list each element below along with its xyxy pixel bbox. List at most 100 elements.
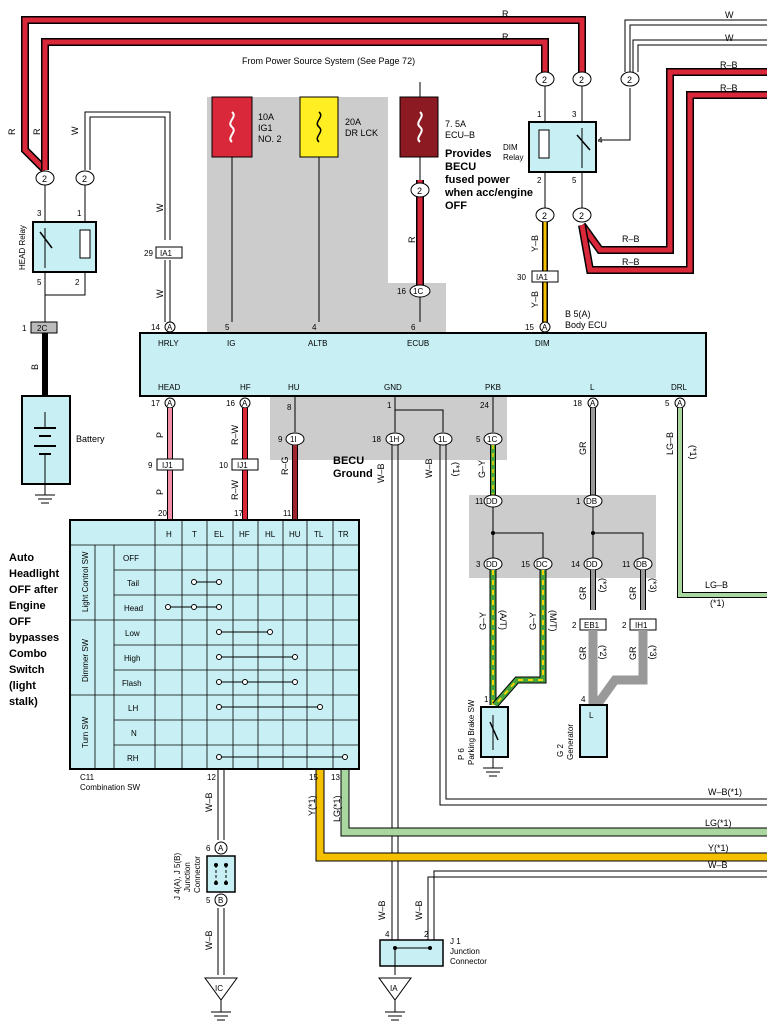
- wire-w-1: W: [725, 10, 734, 20]
- svg-text:1C: 1C: [413, 287, 423, 296]
- svg-text:24: 24: [480, 401, 489, 410]
- svg-text:9: 9: [278, 435, 283, 444]
- svg-text:1: 1: [576, 497, 581, 506]
- svg-text:13: 13: [331, 773, 340, 782]
- svg-text:DRL: DRL: [671, 383, 688, 392]
- white-wires: [84, 19, 767, 322]
- svg-text:Tail: Tail: [127, 579, 139, 588]
- svg-text:GR: GR: [628, 646, 638, 660]
- svg-text:G 2: G 2: [556, 744, 565, 757]
- wire-w-2: W: [725, 33, 734, 43]
- svg-text:5: 5: [476, 435, 481, 444]
- svg-text:3: 3: [37, 209, 42, 218]
- ground-ia: IA: [378, 977, 412, 1021]
- svg-text:6: 6: [206, 844, 211, 853]
- svg-text:A: A: [542, 323, 548, 332]
- svg-text:(*1): (*1): [710, 598, 725, 608]
- svg-text:IH1: IH1: [635, 621, 648, 630]
- wire-wb-1: W–B: [376, 463, 386, 483]
- svg-text:Turn SW: Turn SW: [81, 716, 90, 748]
- svg-text:G–Y: G–Y: [528, 612, 538, 630]
- svg-text:IJ1: IJ1: [237, 461, 248, 470]
- ground-ic: IC: [204, 977, 238, 1021]
- svg-text:17: 17: [234, 509, 243, 518]
- combination-switch: H T EL HF HL HU TL TR Light Control SW D…: [69, 519, 360, 792]
- svg-text:A: A: [242, 399, 248, 408]
- svg-text:15: 15: [521, 560, 530, 569]
- lg-y-wires: LG(*1) Y(*1) Y(*1) LG(*1): [307, 770, 767, 862]
- svg-text:Y–B: Y–B: [530, 291, 540, 308]
- auto-headlight-note: Auto Headlight OFF after Engine OFF bypa…: [9, 552, 59, 708]
- svg-text:DR LCK: DR LCK: [345, 128, 378, 138]
- svg-text:EL: EL: [214, 530, 224, 539]
- svg-text:4: 4: [581, 695, 586, 704]
- svg-text:TL: TL: [314, 530, 324, 539]
- svg-text:OFF after: OFF after: [9, 584, 59, 596]
- parking-brake-sw: 1 P 6 Parking Brake SW: [457, 695, 509, 777]
- svg-text:1H: 1H: [389, 435, 399, 444]
- svg-text:2: 2: [542, 211, 547, 221]
- svg-text:B: B: [218, 896, 223, 905]
- svg-text:IA1: IA1: [536, 273, 549, 282]
- svg-text:HEAD: HEAD: [158, 383, 180, 392]
- svg-text:(*2): (*2): [598, 578, 608, 593]
- svg-text:11: 11: [283, 509, 292, 518]
- svg-text:OFF: OFF: [445, 200, 467, 212]
- svg-text:IC: IC: [215, 984, 223, 993]
- svg-text:A: A: [167, 399, 173, 408]
- wire-y-1: Y(*1): [307, 795, 317, 816]
- svg-text:2: 2: [417, 186, 422, 196]
- top-connectors: 2 2 2 2 2 2 2 2: [35, 71, 640, 223]
- wire-wb-4: W–B: [377, 900, 387, 920]
- wire-rb-4: R–B: [622, 257, 640, 267]
- wire-w-4: W: [155, 203, 165, 212]
- svg-text:2: 2: [579, 75, 584, 85]
- svg-text:15: 15: [525, 323, 534, 332]
- svg-text:DD: DD: [586, 560, 598, 569]
- svg-text:ECUB: ECUB: [407, 339, 429, 348]
- svg-text:A: A: [677, 399, 683, 408]
- body-ecu: HRLY IG ALTB ECUB DIM HEAD HF HU GND PKB…: [139, 332, 707, 397]
- wire-rb-3: R–B: [622, 234, 640, 244]
- svg-text:LG–B: LG–B: [705, 580, 728, 590]
- svg-text:Flash: Flash: [122, 679, 142, 688]
- svg-text:L: L: [590, 383, 595, 392]
- svg-text:5: 5: [225, 323, 230, 332]
- wire-lg-1: LG(*1): [332, 795, 342, 822]
- svg-text:(A/T): (A/T): [498, 610, 508, 630]
- svg-text:DB: DB: [586, 497, 597, 506]
- svg-text:G–Y: G–Y: [477, 460, 487, 478]
- svg-text:HU: HU: [288, 383, 300, 392]
- svg-text:20: 20: [158, 509, 167, 518]
- svg-text:Junction: Junction: [183, 862, 192, 892]
- svg-text:Connector: Connector: [193, 856, 202, 893]
- svg-text:14: 14: [571, 560, 580, 569]
- svg-text:DD: DD: [486, 497, 498, 506]
- red-wires: [21, 16, 767, 290]
- svg-text:(*1): (*1): [688, 445, 698, 460]
- wire-wb1: W–B(*1): [708, 787, 742, 797]
- svg-text:11: 11: [622, 560, 631, 569]
- svg-text:3: 3: [572, 110, 577, 119]
- svg-text:17: 17: [151, 399, 160, 408]
- svg-text:2: 2: [627, 75, 632, 85]
- svg-text:7. 5A: 7. 5A: [445, 119, 466, 129]
- battery: 2C 1 B Battery: [21, 321, 105, 504]
- svg-text:(M/T): (M/T): [548, 610, 558, 632]
- wire-w-5: W: [155, 289, 165, 298]
- svg-text:(*3): (*3): [648, 578, 658, 593]
- svg-text:P: P: [155, 432, 165, 438]
- wire-rb-1: R–B: [720, 60, 738, 70]
- svg-text:when acc/engine: when acc/engine: [444, 187, 533, 199]
- svg-text:2: 2: [82, 174, 87, 184]
- combo-ground: [217, 769, 225, 975]
- svg-text:A: A: [167, 323, 173, 332]
- svg-text:15: 15: [309, 773, 318, 782]
- svg-text:bypasses: bypasses: [9, 632, 59, 644]
- svg-text:Generator: Generator: [566, 724, 575, 760]
- svg-text:4: 4: [385, 930, 390, 939]
- ground-shade: [270, 395, 507, 460]
- svg-text:TR: TR: [338, 530, 349, 539]
- svg-text:J 1: J 1: [450, 937, 461, 946]
